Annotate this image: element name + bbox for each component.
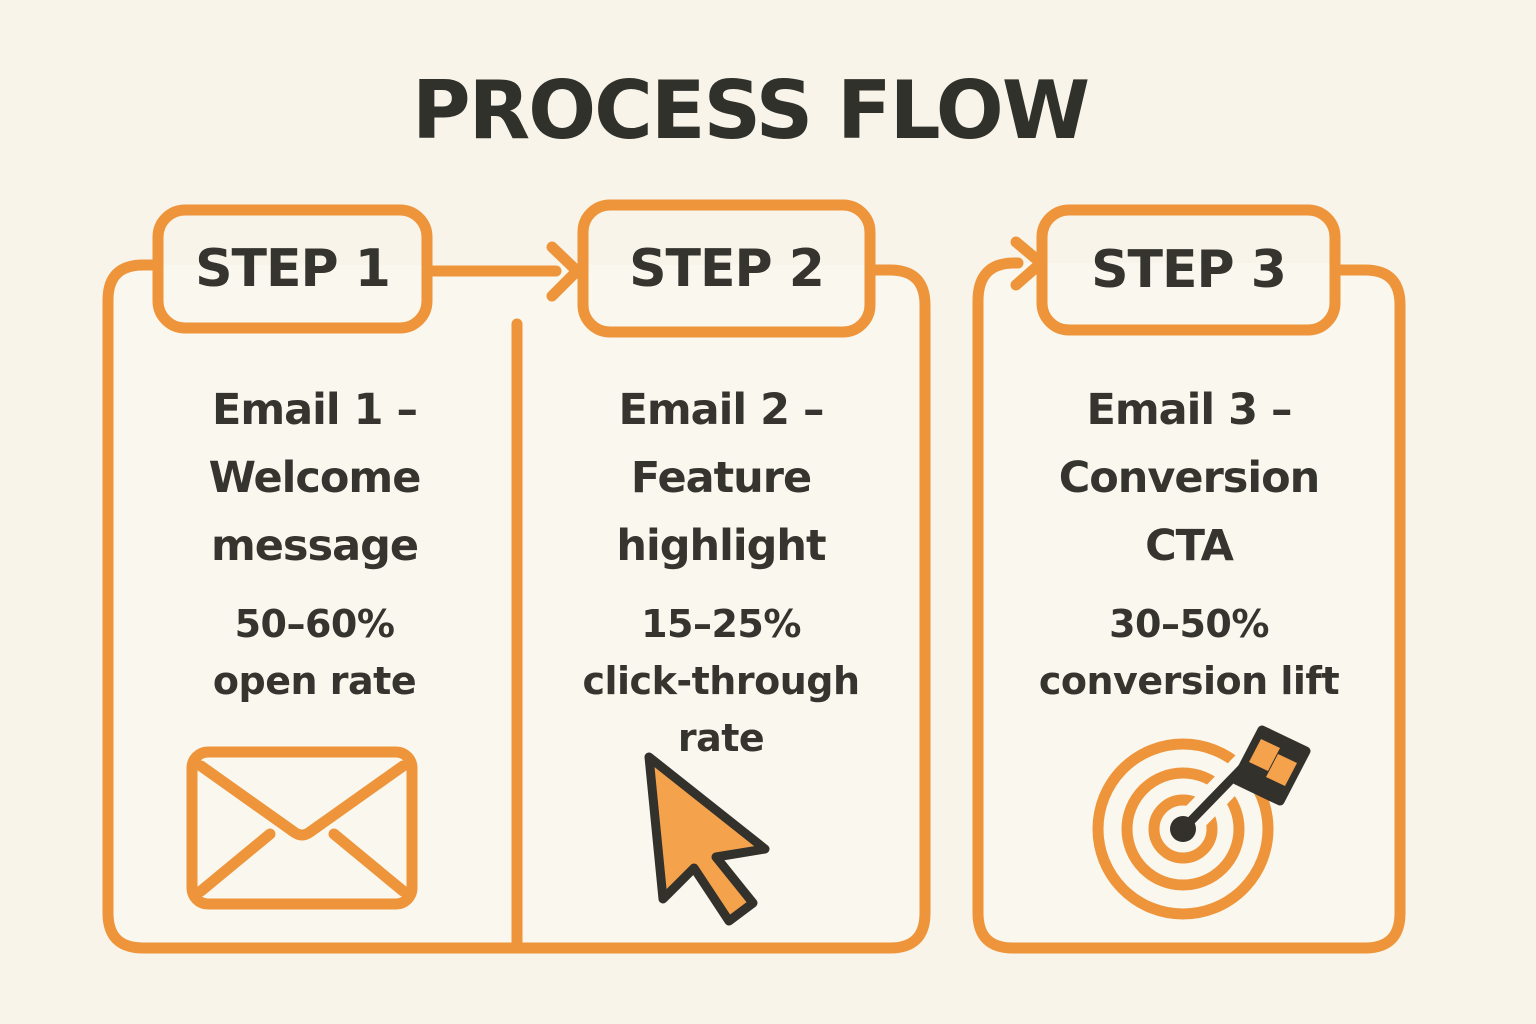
card-1-2-outline xyxy=(102,259,931,954)
step-3-label: STEP 3 xyxy=(1091,240,1287,300)
step-3-heading: Email 3 – Conversion CTA xyxy=(978,376,1400,580)
step-1-heading-line: message xyxy=(210,521,419,571)
step-3-heading-line: Email 3 – xyxy=(1086,385,1292,435)
target-icon xyxy=(1092,724,1311,920)
step-3-heading-line: CTA xyxy=(1145,521,1234,571)
step-2-heading: Email 2 – Feature highlight xyxy=(517,376,925,580)
step-1-heading: Email 1 – Welcome message xyxy=(112,376,517,580)
step-1-stat: 50–60% open rate xyxy=(112,596,517,710)
step-2-label-box xyxy=(577,199,876,338)
step-2-label: STEP 2 xyxy=(629,238,825,299)
step-1-label: STEP 1 xyxy=(195,239,391,299)
step-1-stat-line: open rate xyxy=(212,659,417,703)
step-2-stat-line: click-through xyxy=(582,659,860,703)
step-1-stat-line: 50–60% xyxy=(234,602,395,646)
step-3-stat: 30–50% conversion lift xyxy=(978,596,1400,710)
step-2-heading-line: Feature xyxy=(630,453,812,503)
envelope-icon xyxy=(186,746,418,910)
step-1-heading-line: Email 1 – xyxy=(211,385,418,435)
step-2-heading-line: highlight xyxy=(616,521,826,571)
step-1-heading-line: Welcome xyxy=(208,453,422,503)
step-3-label-box xyxy=(1036,204,1341,336)
step-3-stat-line: 30–50% xyxy=(1109,602,1269,646)
step-3-heading-line: Conversion xyxy=(1058,453,1321,503)
step-2-stat-line: rate xyxy=(677,716,765,760)
page-title: PROCESS FLOW xyxy=(411,64,1090,157)
card-3-outline xyxy=(972,257,1406,954)
arrow-step1-to-step2 xyxy=(424,241,583,302)
step-2-stat: 15–25% click-through rate xyxy=(517,596,925,767)
step-3-stat-line: conversion lift xyxy=(1038,659,1340,703)
cursor-icon xyxy=(644,752,770,926)
step-2-heading-line: Email 2 – xyxy=(618,385,824,435)
step-2-stat-line: 15–25% xyxy=(641,602,801,646)
step-1-label-box xyxy=(152,204,433,334)
